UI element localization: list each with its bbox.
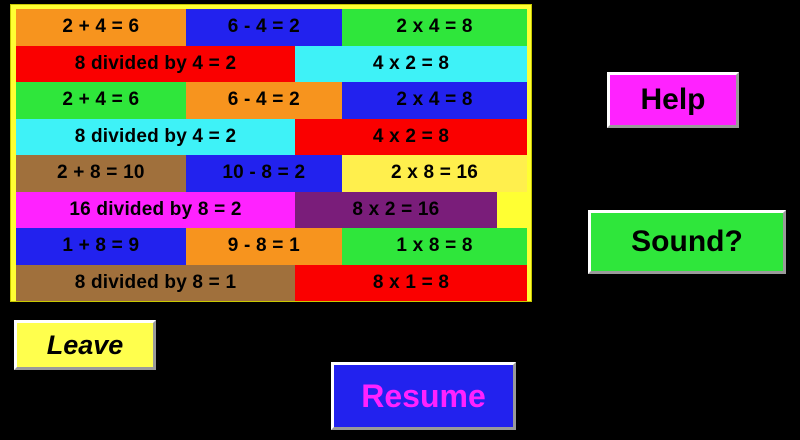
sound-toggle-button[interactable]: Sound? [588, 210, 786, 274]
fact-cell[interactable]: 8 x 2 = 16 [295, 191, 497, 228]
fact-cell[interactable]: 2 + 4 = 6 [16, 9, 186, 46]
fact-cell[interactable]: 9 - 8 = 1 [185, 228, 342, 265]
fact-cell[interactable]: 10 - 8 = 2 [185, 155, 342, 192]
fact-cell[interactable]: 16 divided by 8 = 2 [16, 191, 295, 228]
fact-cell[interactable]: 1 x 8 = 8 [342, 228, 527, 265]
leave-button[interactable]: Leave [14, 320, 156, 370]
fact-cell[interactable]: 2 + 8 = 10 [16, 155, 186, 192]
fact-cell[interactable]: 2 x 8 = 16 [342, 155, 527, 192]
resume-button[interactable]: Resume [331, 362, 516, 430]
help-button[interactable]: Help [607, 72, 739, 128]
fact-cell[interactable]: 4 x 2 = 8 [295, 45, 527, 82]
fact-cell[interactable]: 4 x 2 = 8 [295, 118, 527, 155]
fact-cell[interactable]: 6 - 4 = 2 [185, 9, 342, 46]
fact-cell[interactable]: 8 divided by 8 = 1 [16, 264, 295, 301]
fact-cell[interactable]: 8 x 1 = 8 [295, 264, 527, 301]
fact-cell[interactable]: 2 + 4 = 6 [16, 82, 186, 119]
fact-cell[interactable]: 2 x 4 = 8 [342, 9, 527, 46]
fact-cell[interactable]: 2 x 4 = 8 [342, 82, 527, 119]
fact-cell[interactable]: 8 divided by 4 = 2 [16, 45, 295, 82]
fact-cell[interactable]: 8 divided by 4 = 2 [16, 118, 295, 155]
fact-cell[interactable]: 6 - 4 = 2 [185, 82, 342, 119]
fact-cell[interactable]: 1 + 8 = 9 [16, 228, 186, 265]
